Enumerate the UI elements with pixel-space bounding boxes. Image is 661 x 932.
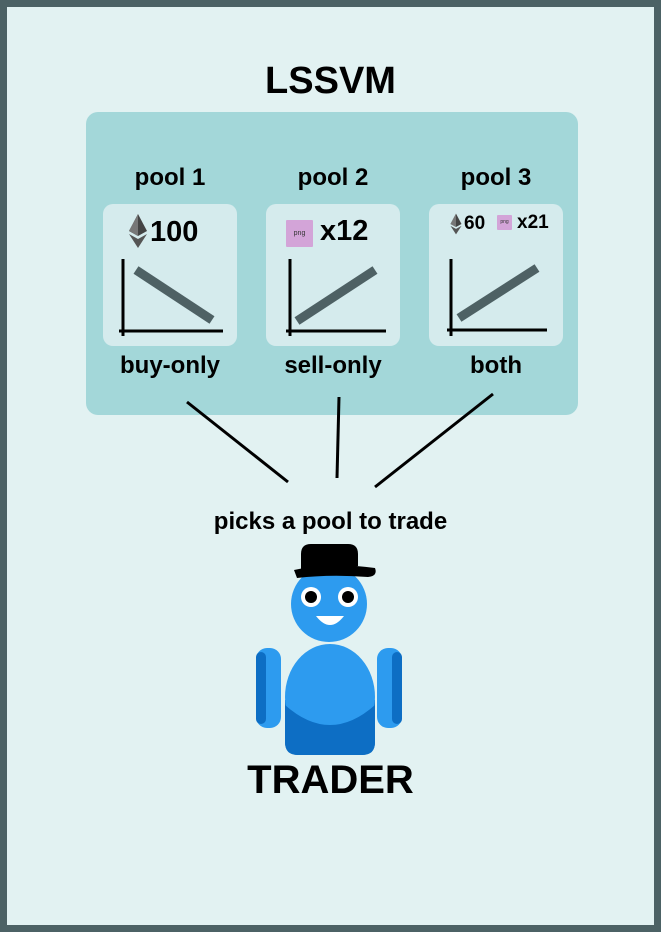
pool-1-eth-amount: 100 [150,216,199,248]
connector-pool-2 [335,396,341,479]
pool-2-label: pool 2 [297,164,369,191]
trader-label: TRADER [247,758,414,802]
pool-3-label: pool 3 [460,164,532,191]
pool-2-card: png x12 [266,204,400,346]
png-nft-icon: png [497,215,512,230]
png-nft-icon: png [286,220,313,247]
ethereum-icon [450,213,462,235]
pool-1-mode: buy-only [120,352,220,379]
connector-pool-3 [374,392,494,489]
pool-2-price-curve [294,266,378,325]
trader-action-caption: picks a pool to trade [213,508,448,535]
pool-1-label: pool 1 [134,164,206,191]
pool-1-curve-chart [119,259,223,336]
trader-smile [316,616,344,625]
trader-head [291,566,367,642]
pool-3-price-curve [456,264,540,322]
pool-3-mode: both [470,352,522,379]
connector-pool-1 [186,400,289,484]
pool-2-curve-chart [286,259,386,336]
ethereum-icon [129,214,147,248]
pool-2-nft-amount: x12 [320,215,369,247]
pool-3-card: 60 png x21 [429,204,563,346]
pool-3-curve-chart [447,259,547,336]
pool-2-mode: sell-only [284,352,382,379]
pool-3-nft-amount: x21 [517,212,549,233]
pool-1-price-curve [133,266,215,324]
diagram-title: LSSVM [265,60,396,102]
pool-3-eth-amount: 60 [464,213,486,234]
pool-1-card: 100 [103,204,237,346]
